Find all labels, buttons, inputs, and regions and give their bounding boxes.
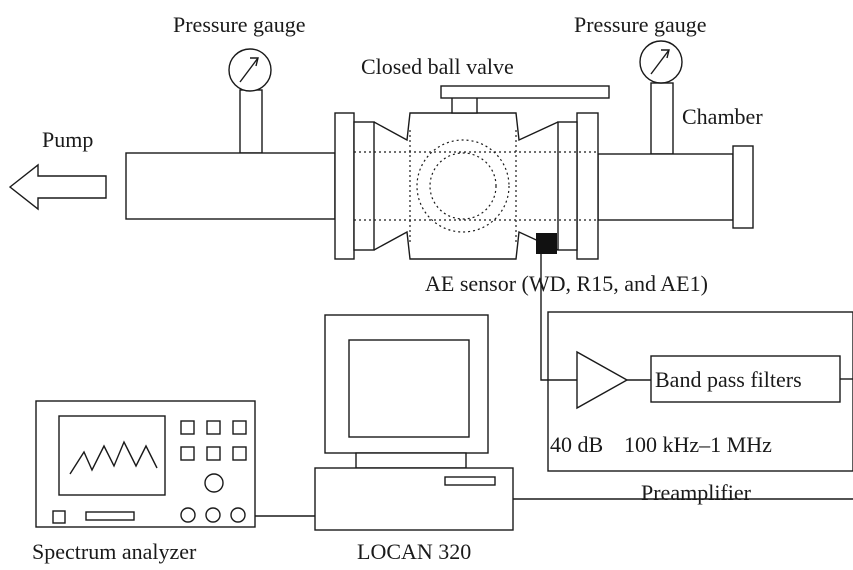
waveform-icon (69, 440, 158, 475)
amplifier-triangle-icon (576, 350, 629, 410)
preamplifier-box (547, 311, 853, 472)
label-locan: LOCAN 320 (357, 539, 471, 564)
label-pressure-gauge-left: Pressure gauge (173, 12, 306, 37)
label-band-pass-filters: Band pass filters (655, 367, 802, 392)
ball-valve (334, 85, 610, 260)
label-pressure-gauge-right: Pressure gauge (574, 12, 707, 37)
label-chamber: Chamber (682, 104, 763, 129)
label-frequency-range: 100 kHz–1 MHz (624, 432, 772, 457)
locan-computer (314, 314, 514, 531)
label-spectrum-analyzer: Spectrum analyzer (32, 539, 197, 564)
chamber-pipe (597, 153, 734, 221)
label-closed-ball-valve: Closed ball valve (361, 54, 514, 79)
pump-pipe (125, 152, 336, 220)
chamber-end-cap (732, 145, 754, 229)
left-pressure-gauge (228, 48, 272, 154)
label-preamplifier: Preamplifier (641, 480, 752, 505)
spectrum-analyzer (35, 400, 256, 528)
right-pressure-gauge (639, 40, 683, 155)
label-gain: 40 dB (550, 432, 603, 457)
label-pump: Pump (42, 127, 93, 152)
pump-arrow-icon (8, 163, 107, 211)
ae-sensor-block (536, 233, 557, 254)
sensor-cable (540, 254, 577, 381)
label-ae-sensor: AE sensor (WD, R15, and AE1) (425, 271, 708, 296)
